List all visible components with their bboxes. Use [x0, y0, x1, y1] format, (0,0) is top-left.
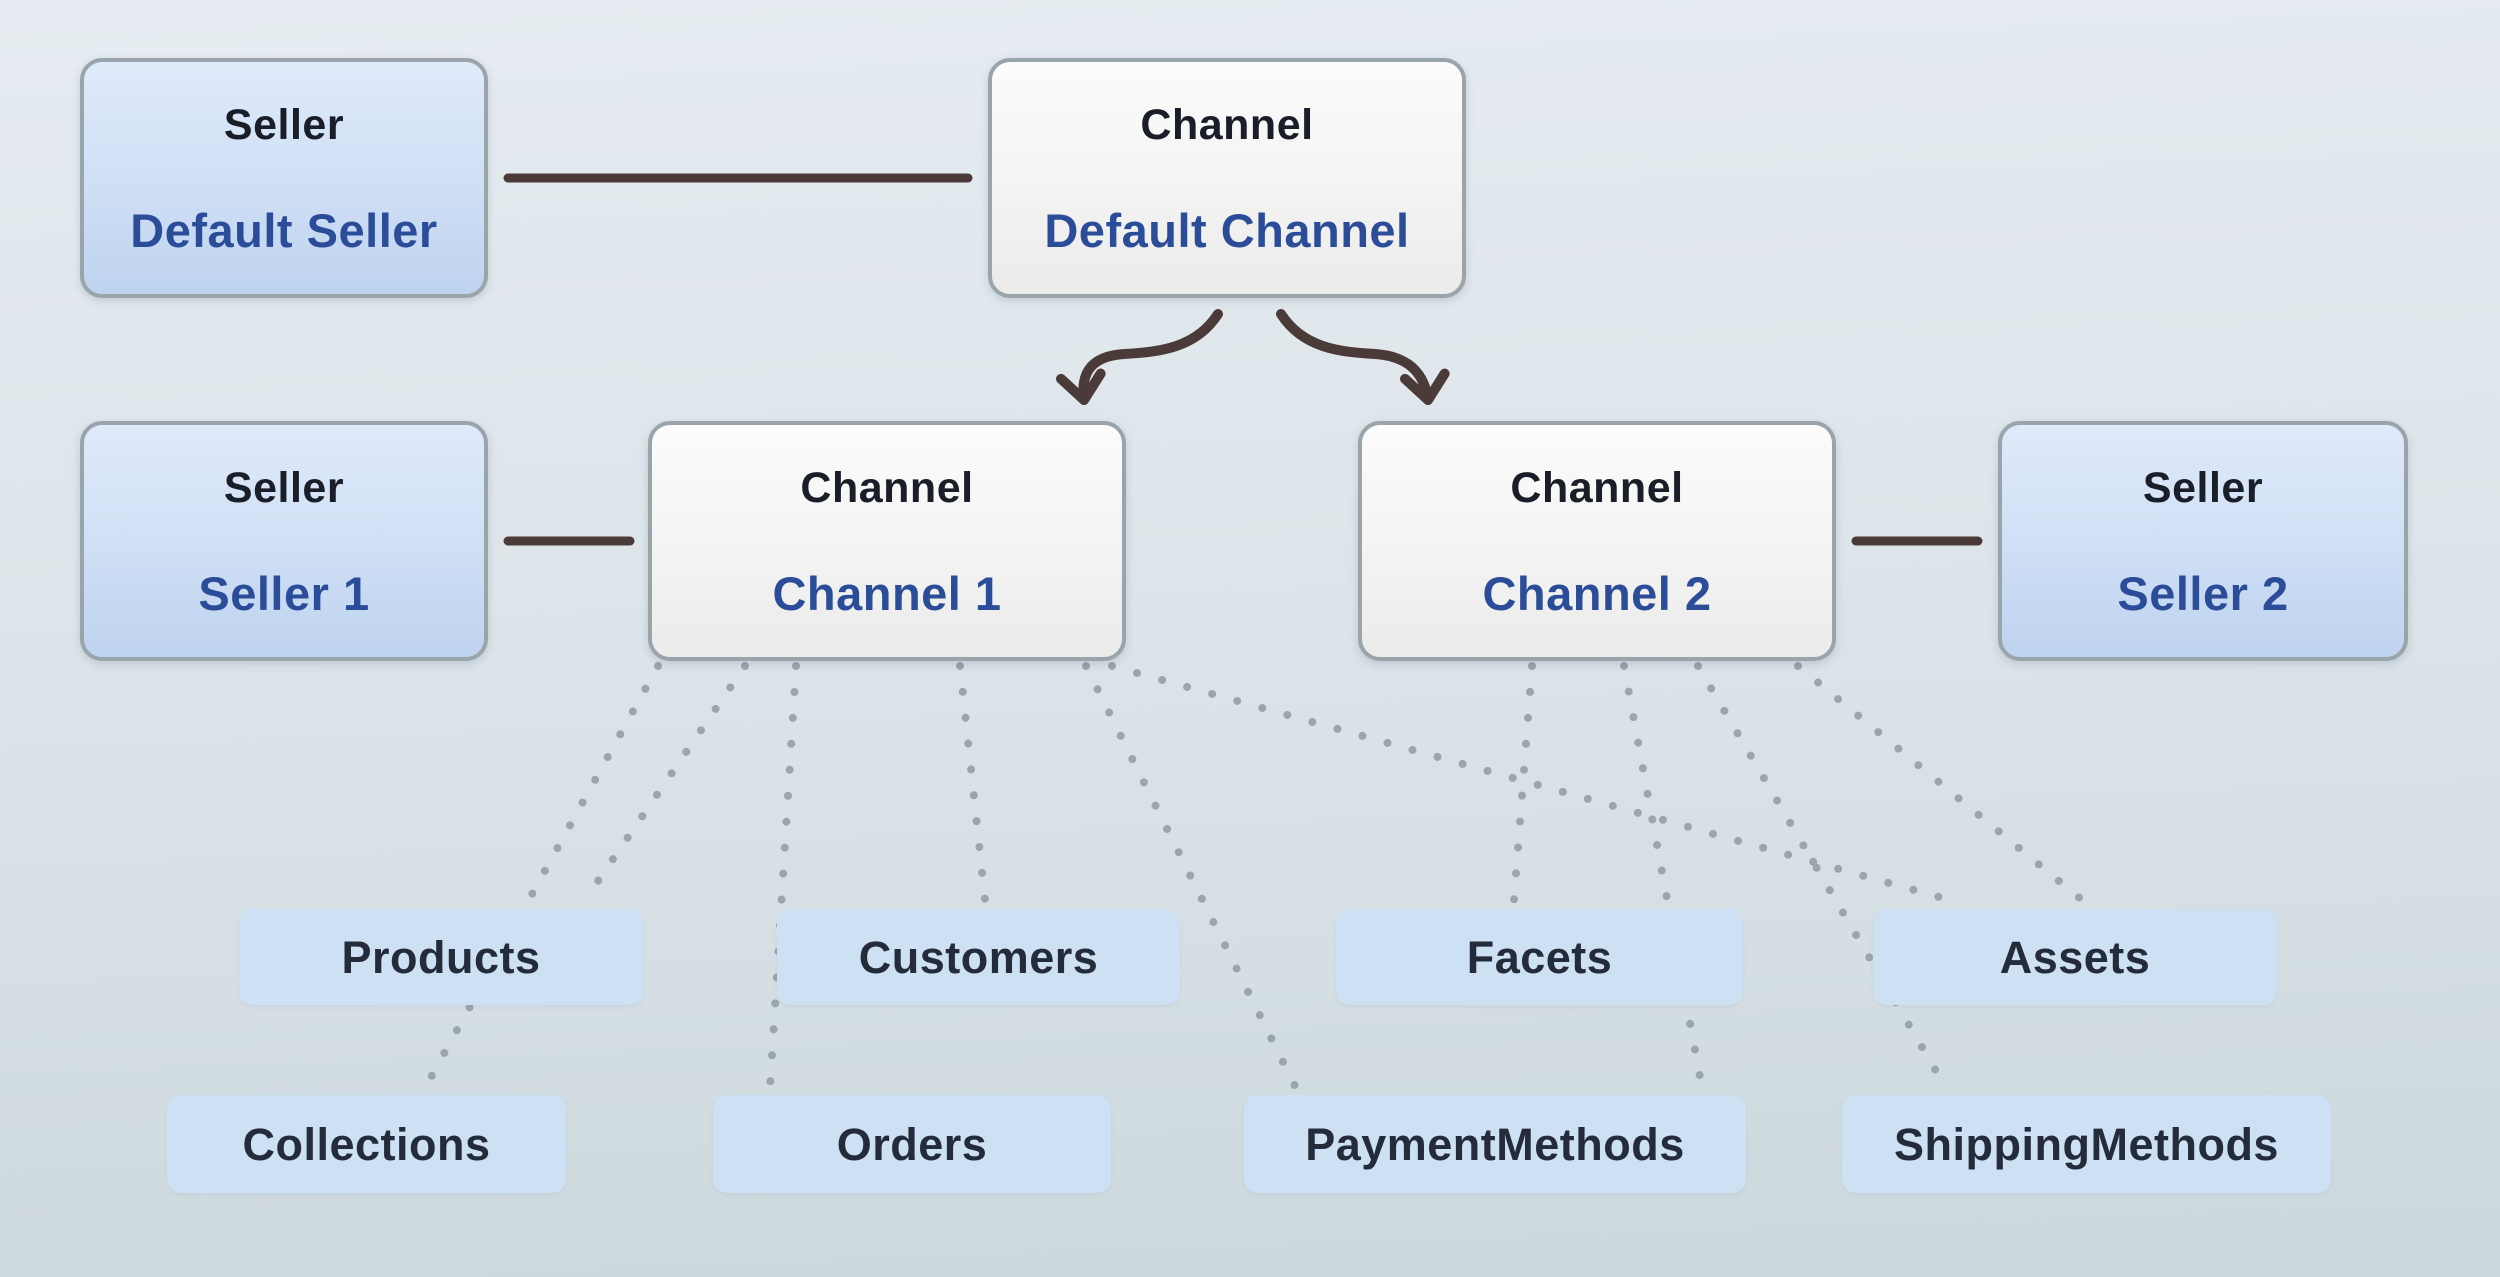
- entity-label: Customers: [858, 931, 1099, 983]
- node-name-label: Channel 2: [1482, 567, 1712, 620]
- node-name-label: Default Seller: [130, 204, 438, 257]
- entity-label: Products: [341, 931, 541, 983]
- node-name-label: Seller 1: [198, 567, 370, 620]
- node-type-label: Channel: [800, 464, 974, 512]
- dotted-link-channel-1-products: [581, 662, 749, 904]
- dotted-link-channel-2-assets: [1794, 662, 2086, 904]
- entity-label: ShippingMethods: [1894, 1118, 2279, 1170]
- node-type-label: Channel: [1510, 464, 1684, 512]
- node-name-label: Channel 1: [772, 567, 1002, 620]
- node-seller-1: Seller Seller 1: [80, 421, 488, 661]
- entity-label: Collections: [242, 1118, 491, 1170]
- dotted-link-channel-2-shipping-methods: [1694, 662, 1950, 1092]
- entity-facets: Facets: [1336, 909, 1743, 1005]
- dotted-link-channel-1-collections: [421, 662, 662, 1092]
- dotted-link-channel-1-orders: [766, 662, 800, 1092]
- entity-customers: Customers: [777, 909, 1180, 1005]
- node-type-label: Seller: [223, 464, 345, 512]
- entity-label: Facets: [1466, 931, 1613, 983]
- node-name-label: Default Channel: [1044, 204, 1410, 257]
- node-type-label: Seller: [2142, 464, 2264, 512]
- entity-payment-methods: PaymentMethods: [1244, 1095, 1746, 1193]
- dotted-link-channel-1-assets: [1108, 662, 1954, 904]
- entity-shipping-methods: ShippingMethods: [1842, 1095, 2331, 1193]
- entity-label: Assets: [1999, 931, 2151, 983]
- node-name-label: Seller 2: [2117, 567, 2289, 620]
- dotted-link-channel-1-customers: [956, 662, 989, 904]
- entity-products: Products: [239, 909, 643, 1005]
- node-type-label: Channel: [1140, 101, 1314, 149]
- entity-orders: Orders: [713, 1095, 1111, 1193]
- node-default-seller: Seller Default Seller: [80, 58, 488, 298]
- node-seller-2: Seller Seller 2: [1998, 421, 2408, 661]
- node-default-channel: Channel Default Channel: [988, 58, 1466, 298]
- dotted-link-channel-1-payment-methods: [1082, 662, 1300, 1092]
- entity-collections: Collections: [167, 1095, 566, 1193]
- entity-label: PaymentMethods: [1305, 1118, 1685, 1170]
- node-channel-1: Channel Channel 1: [648, 421, 1126, 661]
- arrow-link-default-channel-channel-1: [1056, 309, 1223, 405]
- arrow-link-default-channel-channel-2: [1276, 309, 1450, 405]
- entity-label: Orders: [836, 1118, 988, 1170]
- node-type-label: Seller: [223, 101, 345, 149]
- entity-assets: Assets: [1873, 909, 2277, 1005]
- dotted-link-channel-2-facets: [1510, 662, 1536, 904]
- node-channel-2: Channel Channel 2: [1358, 421, 1836, 661]
- dotted-link-channel-2-payment-methods: [1620, 662, 1706, 1092]
